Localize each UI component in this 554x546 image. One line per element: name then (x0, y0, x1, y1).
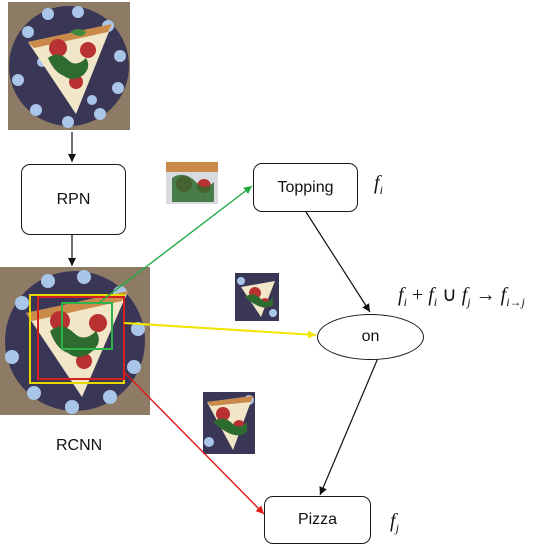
detection-pizza-image (0, 267, 150, 415)
on-crop-image (235, 273, 279, 321)
edge-yellow-to-on (123, 322, 317, 339)
edge-topping-to-on (305, 211, 371, 313)
edge-red-to-pizza (123, 371, 265, 515)
rpn-node: RPN (21, 164, 126, 235)
pizza-node: Pizza (264, 496, 371, 544)
topping-crop-image (166, 162, 218, 204)
pizza-crop-image (203, 392, 255, 454)
edge-on-to-pizza (319, 357, 379, 496)
relation-formula: fi + fi ∪ fj → fi→j (398, 284, 525, 309)
pizza-feature-label: fj (390, 510, 399, 535)
topping-feature-label: fi (374, 172, 383, 197)
rcnn-label: RCNN (56, 437, 103, 454)
input-pizza-image (8, 2, 130, 130)
topping-node: Topping (253, 163, 358, 212)
edge-green-to-topping (99, 185, 253, 303)
on-node: on (317, 314, 424, 360)
